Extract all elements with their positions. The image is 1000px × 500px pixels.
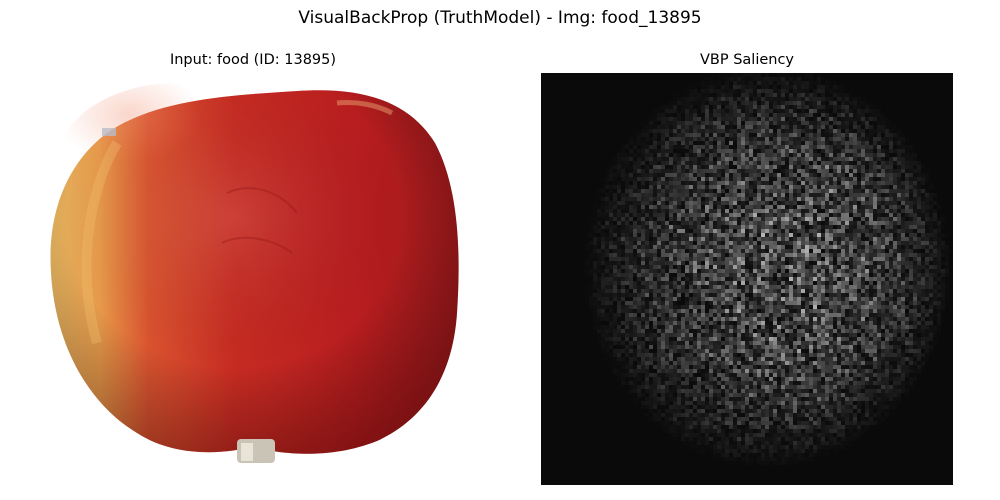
saliency-panel-title: VBP Saliency xyxy=(699,52,795,68)
saliency-map-panel xyxy=(541,73,953,485)
input-image-panel xyxy=(47,73,459,485)
figure-title: VisualBackProp (TruthModel) - Img: food_… xyxy=(298,8,702,28)
saliency-heatmap xyxy=(541,73,953,485)
input-panel-title: Input: food (ID: 13895) xyxy=(169,52,337,68)
apple-image xyxy=(47,73,459,485)
